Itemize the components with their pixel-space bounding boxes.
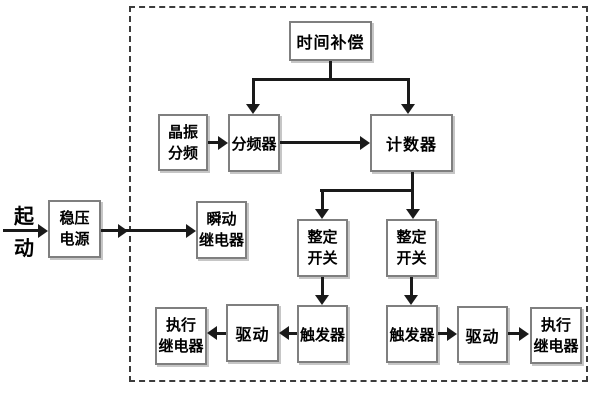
connector-timecomp-divider <box>252 78 255 105</box>
connector-counter-cross <box>320 189 414 192</box>
dashed-boundary-frame <box>129 6 588 382</box>
arrowhead-down-icon <box>404 295 418 305</box>
connector-timecomp-stem <box>329 61 332 81</box>
node-label: 继电器 <box>533 337 579 355</box>
connector-timecomp-counter <box>407 78 410 105</box>
arrowhead-right-icon <box>118 224 128 238</box>
arrowhead-down-icon <box>406 209 420 219</box>
node-label: 执行 <box>540 316 571 334</box>
node-regulated-power: 稳压 电源 <box>48 200 101 258</box>
node-drive-right: 驱动 <box>457 306 508 363</box>
arrowhead-right-icon <box>519 327 529 341</box>
node-label: 触发器 <box>299 326 345 344</box>
connector-start-power <box>3 229 39 232</box>
connector-switch-trigger-left <box>321 277 324 296</box>
node-label: 开关 <box>307 250 338 267</box>
connector-drive-exec-left <box>217 332 226 335</box>
arrowhead-down-icon <box>401 104 415 114</box>
connector-trigger-drive-left <box>289 332 297 335</box>
start-label-char1: 起 <box>14 206 34 228</box>
start-label: 起 动 <box>8 201 40 265</box>
arrowhead-down-icon <box>246 104 260 114</box>
arrowhead-right-icon <box>360 136 370 150</box>
node-drive-left: 驱动 <box>226 304 279 362</box>
start-label-char2: 动 <box>14 238 34 260</box>
node-label: 继电器 <box>158 338 204 355</box>
connector-drive-exec-right <box>508 332 519 335</box>
connector-counter-switch-left <box>321 189 324 210</box>
connector-divider-counter <box>280 141 360 144</box>
node-exec-relay-right: 执行 继电器 <box>530 307 582 364</box>
connector-power-relay <box>101 229 187 232</box>
node-instant-relay: 瞬动 继电器 <box>196 201 247 259</box>
node-label: 时间补偿 <box>296 35 365 52</box>
node-trigger-left: 触发器 <box>297 305 348 363</box>
node-label: 驱动 <box>465 328 500 346</box>
node-label: 触发器 <box>389 326 435 344</box>
arrowhead-right-icon <box>38 224 48 238</box>
connector-crystal-divider <box>208 141 219 144</box>
node-frequency-divider: 分频器 <box>228 114 280 172</box>
arrowhead-down-icon <box>315 295 329 305</box>
node-time-compensation: 时间补偿 <box>289 21 372 61</box>
node-setting-switch-left: 整定 开关 <box>297 219 348 277</box>
node-label: 稳压 <box>59 210 90 227</box>
node-label: 分频器 <box>231 135 277 153</box>
arrowhead-left-icon <box>207 326 217 340</box>
node-label: 执行 <box>165 317 196 334</box>
node-crystal-divider: 晶振 分频 <box>158 114 208 171</box>
connector-trigger-drive-right <box>438 332 447 335</box>
node-exec-relay-left: 执行 继电器 <box>155 307 207 365</box>
arrowhead-left-icon <box>279 326 289 340</box>
node-setting-switch-right: 整定 开关 <box>386 219 437 277</box>
node-label: 分频 <box>167 144 198 162</box>
arrowhead-right-icon <box>447 327 457 341</box>
node-label: 整定 <box>307 229 338 246</box>
node-label: 整定 <box>396 229 427 246</box>
node-label: 开关 <box>396 250 427 267</box>
arrowhead-down-icon <box>315 209 329 219</box>
node-label: 驱动 <box>235 327 270 344</box>
connector-switch-trigger-right <box>410 277 413 296</box>
node-trigger-right: 触发器 <box>386 305 438 363</box>
arrowhead-right-icon <box>186 224 196 238</box>
connector-timecomp-cross <box>252 78 410 81</box>
node-label: 电源 <box>59 231 90 248</box>
node-label: 继电器 <box>198 232 244 249</box>
node-label: 晶振 <box>167 123 198 141</box>
arrowhead-right-icon <box>218 136 228 150</box>
node-label: 瞬动 <box>206 211 237 228</box>
node-counter: 计数器 <box>370 114 453 172</box>
node-label: 计数器 <box>385 137 437 154</box>
